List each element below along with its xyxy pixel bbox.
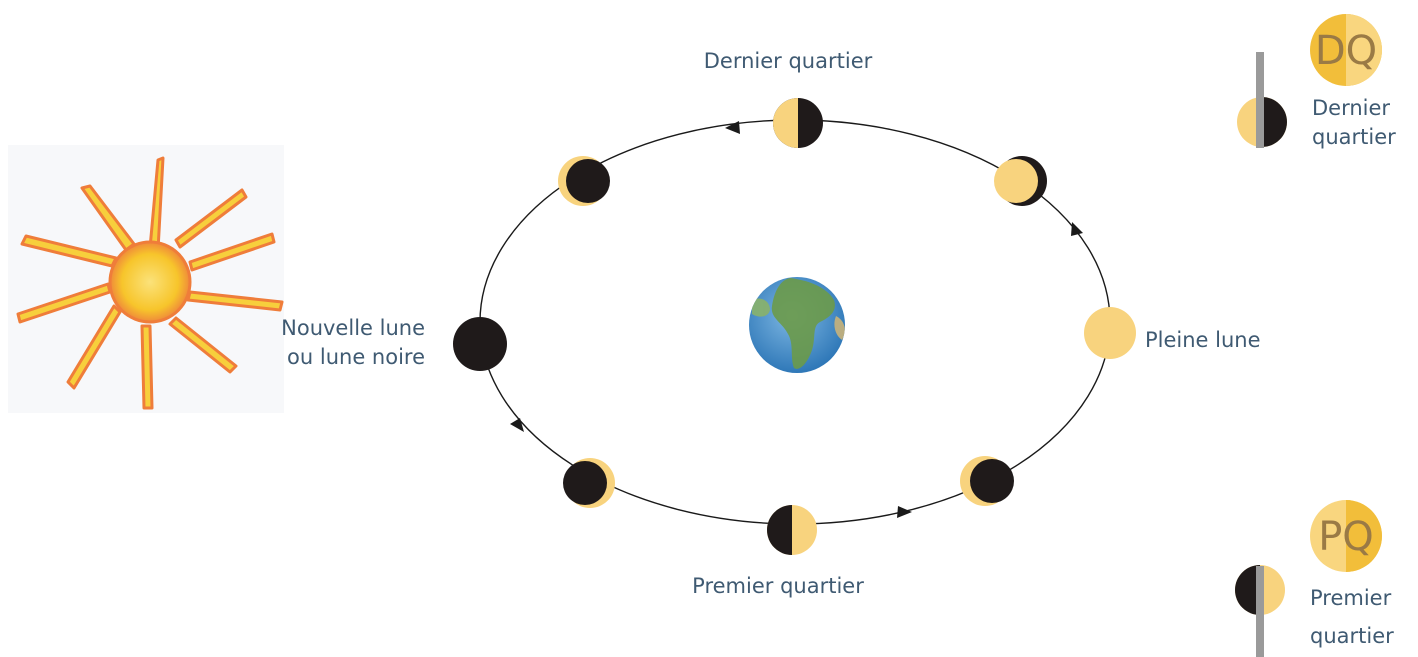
label-last-quarter: Dernier quartier <box>704 49 873 73</box>
label-full-moon: Pleine lune <box>1145 328 1261 352</box>
legend-pq-badge-text: PQ <box>1318 514 1374 560</box>
label-new-moon-line1: Nouvelle lune <box>281 316 425 340</box>
legend-first-quarter: PQ Premier quartier <box>1235 500 1394 657</box>
moon-waxing-crescent <box>563 458 615 508</box>
legend-dq-divider <box>1256 52 1264 148</box>
legend-last-quarter: DQ Dernier quartier <box>1237 14 1396 149</box>
moon-waxing-gibbous <box>960 456 1014 506</box>
orbit-arrows <box>510 121 1083 518</box>
legend-pq-line2: quartier <box>1310 624 1394 648</box>
arrow-lower-left <box>510 418 524 432</box>
arrow-bottom <box>897 506 912 518</box>
earth-globe-icon <box>749 277 845 373</box>
legend-dq-line1: Dernier <box>1312 96 1390 120</box>
sun-drawing-icon <box>8 145 284 413</box>
arrow-upper-right <box>1071 222 1083 236</box>
moon-waning-crescent <box>558 156 610 206</box>
legend-dq-badge-text: DQ <box>1315 28 1377 74</box>
label-new-moon-line2: ou lune noire <box>287 345 425 369</box>
legend-pq-divider <box>1256 566 1264 657</box>
moon-full <box>1084 307 1136 359</box>
moon-last-quarter <box>773 98 823 148</box>
legend-pq-line1: Premier <box>1310 586 1392 610</box>
legend-dq-line2: quartier <box>1312 125 1396 149</box>
arrow-top <box>725 121 740 134</box>
moon-new <box>453 317 507 371</box>
label-first-quarter: Premier quartier <box>692 574 864 598</box>
moon-first-quarter <box>767 505 817 555</box>
moon-waning-gibbous <box>994 156 1047 206</box>
legend-dq-moon-icon <box>1237 97 1287 147</box>
